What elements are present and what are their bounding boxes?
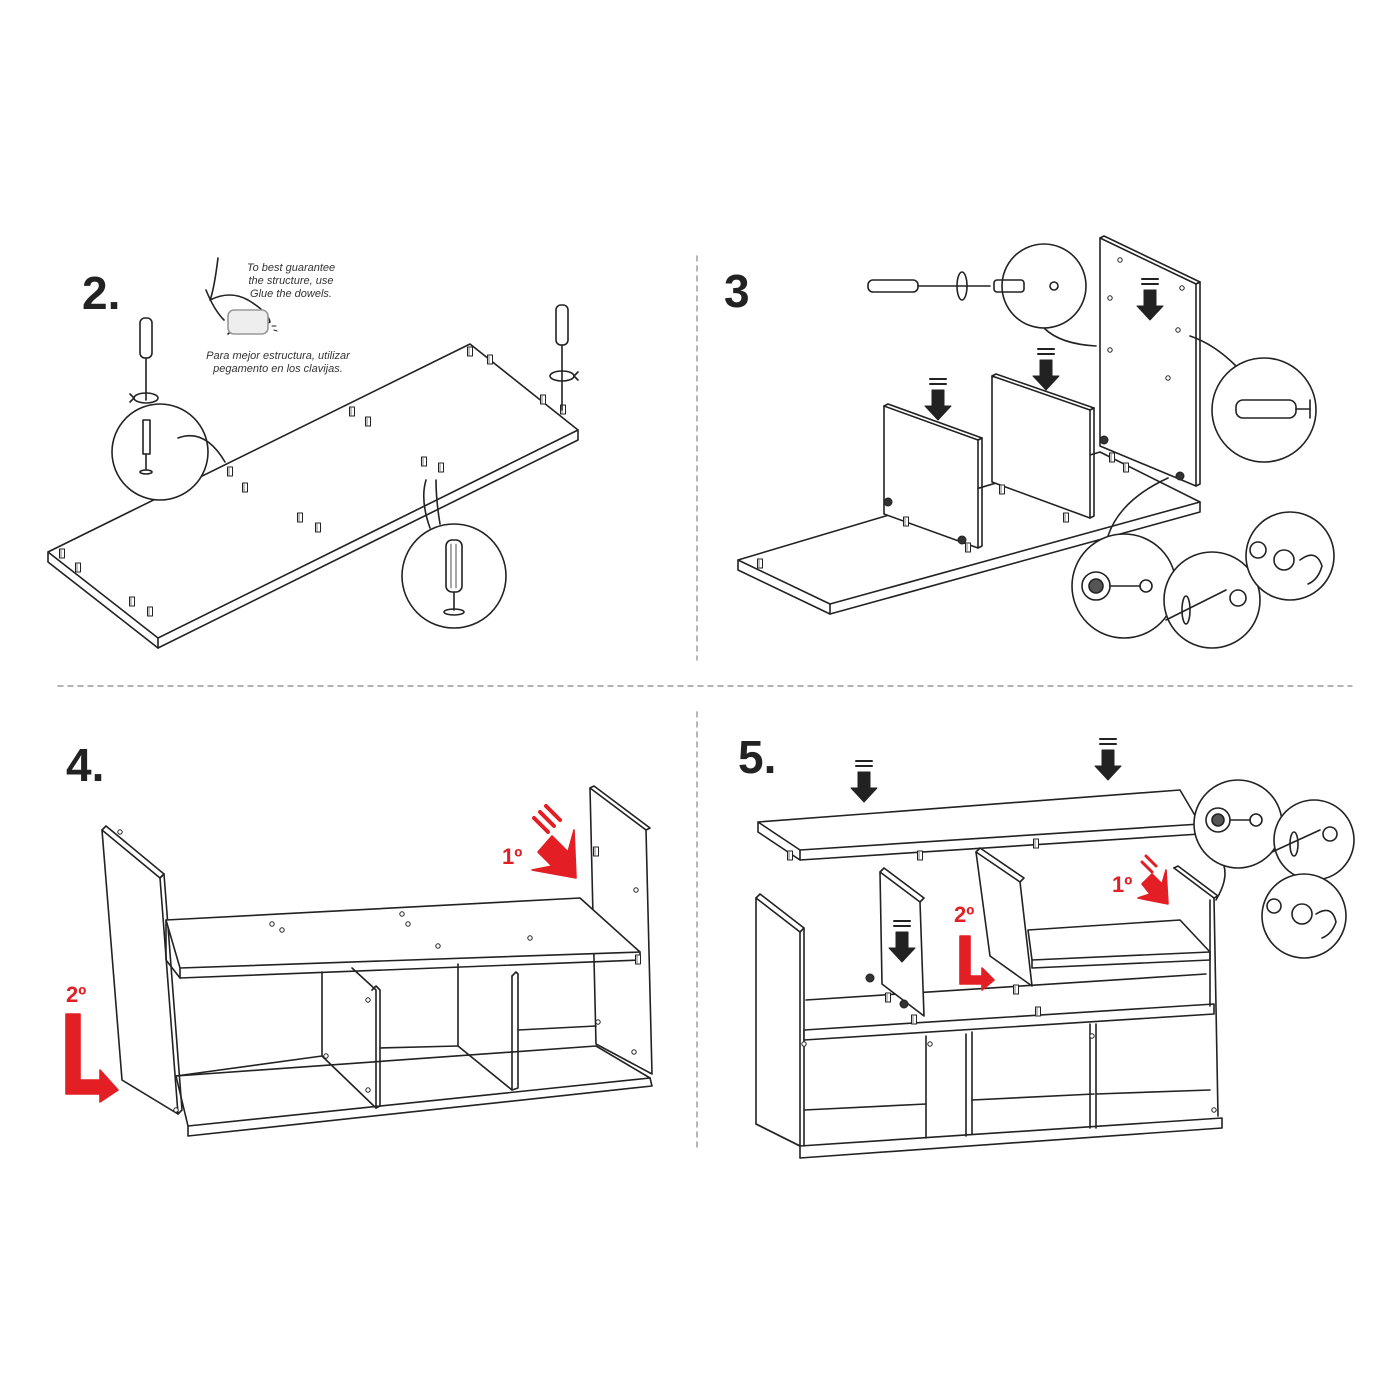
down-arrow-icon [1094, 738, 1122, 781]
shelf-panel [165, 897, 641, 979]
dividers [175, 963, 597, 1109]
right-side-panel [589, 785, 653, 1075]
down-arrow-icon [1032, 348, 1060, 391]
step-2-drawing [47, 257, 579, 649]
order-arrow-2-icon [959, 935, 995, 991]
dowel-icon [401, 479, 507, 629]
cam-lock-icon [1071, 477, 1335, 649]
cabinet [755, 865, 1223, 1159]
step-number: 4. [66, 739, 105, 791]
order-arrow-1-icon [1137, 854, 1169, 905]
step-4-drawing [65, 785, 653, 1137]
order-label-first: 1º [502, 844, 523, 869]
shelf-divider [975, 847, 1211, 987]
order-arrow-1-icon [531, 804, 577, 879]
step-number: 5. [738, 731, 777, 783]
note-line: the structure, use [248, 275, 334, 287]
step-5-drawing [755, 738, 1355, 1159]
step-number: 2. [82, 267, 121, 319]
screwdriver-icon [129, 317, 159, 404]
zoom-circle [111, 403, 226, 501]
step-number: 3 [724, 265, 750, 317]
order-arrow-2-icon [65, 1013, 119, 1103]
left-side-panel [101, 825, 183, 1115]
order-label-first: 1º [1112, 872, 1133, 897]
note-line: Para mejor estructura, utilizar [206, 350, 350, 362]
bottom-panel [175, 1045, 653, 1137]
note-line: pegamento en los clavijas. [213, 363, 343, 375]
base-panel [47, 343, 579, 649]
screwdriver-icon [549, 304, 579, 411]
side-panel [1099, 235, 1201, 487]
glue-note-english: To best guarantee the structure, use Glu… [236, 262, 346, 301]
order-label-second: 2º [954, 902, 975, 927]
note-line: Glue the dowels. [250, 288, 332, 300]
center-panel [991, 373, 1095, 519]
screwdriver-icon [867, 271, 1059, 301]
step-3-drawing [737, 235, 1335, 649]
order-label-second: 2º [66, 982, 87, 1007]
dowel-icon [1189, 335, 1317, 463]
glue-note-spanish: Para mejor estructura, utilizar pegament… [196, 350, 360, 376]
divider-panel [883, 403, 983, 549]
top-panel [757, 789, 1201, 861]
zoom-circle [1001, 243, 1097, 347]
glue-hand-icon [205, 257, 278, 335]
down-arrow-icon [924, 378, 952, 421]
divider-lines [57, 255, 1353, 1151]
note-line: To best guarantee [246, 262, 336, 274]
down-arrow-icon [850, 760, 878, 803]
cam-lock-icon [1193, 779, 1355, 959]
